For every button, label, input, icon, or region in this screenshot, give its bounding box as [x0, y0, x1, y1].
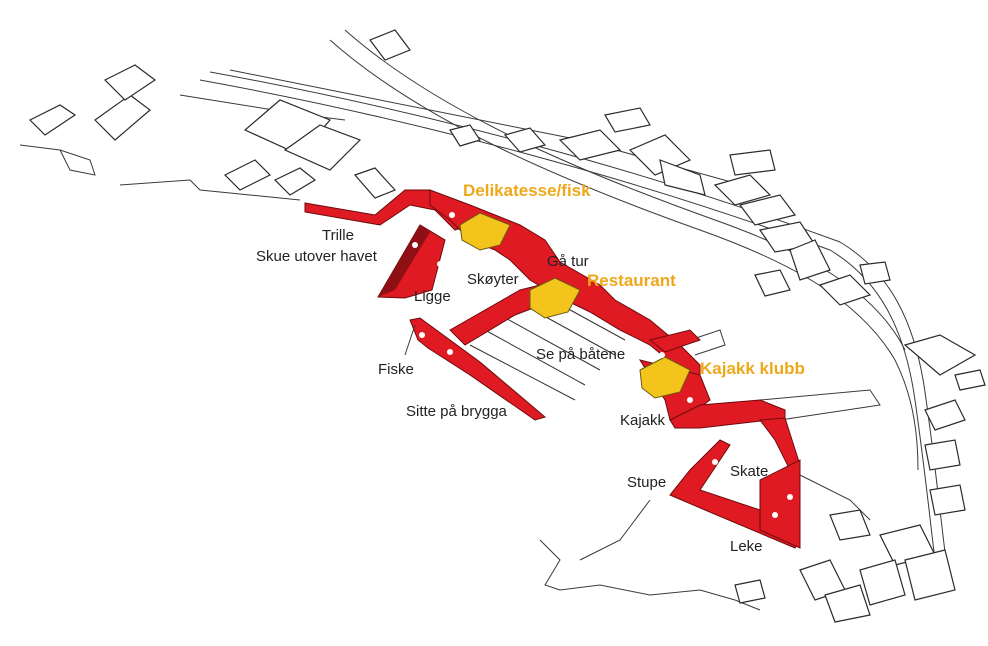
person-icon: [449, 212, 455, 218]
fishing-pier: [409, 317, 547, 421]
building: [904, 549, 956, 601]
building: [954, 369, 986, 391]
delikatesse-building: [459, 212, 511, 251]
person-icon: [659, 352, 665, 358]
people-figures: [412, 212, 793, 518]
building: [734, 579, 766, 604]
promenade-segment: [648, 329, 701, 353]
person-icon: [787, 494, 793, 500]
building: [604, 107, 651, 133]
ga-tur-label: Gå tur: [547, 253, 589, 270]
building: [924, 399, 966, 431]
building: [754, 269, 791, 297]
buildings: [28, 29, 986, 623]
restaurant-building: [529, 277, 581, 319]
skoyter-label: Skøyter: [467, 271, 519, 288]
trille-label: Trille: [322, 227, 354, 244]
person-icon: [419, 332, 425, 338]
building: [503, 127, 547, 153]
skate-label: Skate: [730, 463, 768, 480]
person-icon: [437, 261, 443, 267]
building: [824, 584, 871, 623]
building: [818, 274, 872, 306]
fiske-leader: [404, 324, 416, 356]
stupe-label: Stupe: [627, 474, 666, 491]
se-pa-batene-label: Se på båtene: [536, 346, 625, 363]
building: [924, 439, 961, 471]
building: [103, 64, 157, 101]
building: [903, 334, 977, 376]
building: [859, 559, 906, 606]
kajakk-klubb-label: Kajakk klubb: [700, 359, 805, 378]
building: [558, 129, 622, 161]
delikatesse-label: Delikatesse/fisk: [463, 181, 591, 200]
building: [283, 124, 362, 171]
building: [659, 159, 706, 196]
kajakk-klubb-building: [639, 356, 691, 399]
skue-label: Skue utover havet: [256, 248, 378, 265]
building: [829, 509, 871, 541]
kajakk-label: Kajakk: [620, 412, 666, 429]
shoreline: [19, 144, 881, 611]
fiske-label: Fiske: [378, 361, 414, 378]
leke-label: Leke: [730, 538, 763, 555]
person-icon: [772, 512, 778, 518]
restaurant-label: Restaurant: [587, 271, 676, 290]
building: [94, 94, 151, 141]
sitte-label: Sitte på brygga: [406, 403, 508, 420]
leke-area: [759, 459, 801, 549]
building: [713, 174, 772, 206]
building: [369, 29, 411, 61]
building: [28, 104, 77, 136]
person-icon: [447, 349, 453, 355]
person-icon: [712, 459, 718, 465]
building: [223, 159, 272, 191]
amenity-buildings: [459, 212, 691, 399]
building: [789, 239, 831, 281]
person-icon: [412, 242, 418, 248]
building: [449, 124, 481, 147]
building: [729, 149, 776, 176]
building: [859, 261, 891, 285]
building: [738, 194, 797, 226]
building: [929, 484, 966, 516]
ligge-label: Ligge: [414, 288, 451, 305]
person-icon: [687, 397, 693, 403]
building: [353, 167, 397, 199]
building: [273, 167, 317, 196]
